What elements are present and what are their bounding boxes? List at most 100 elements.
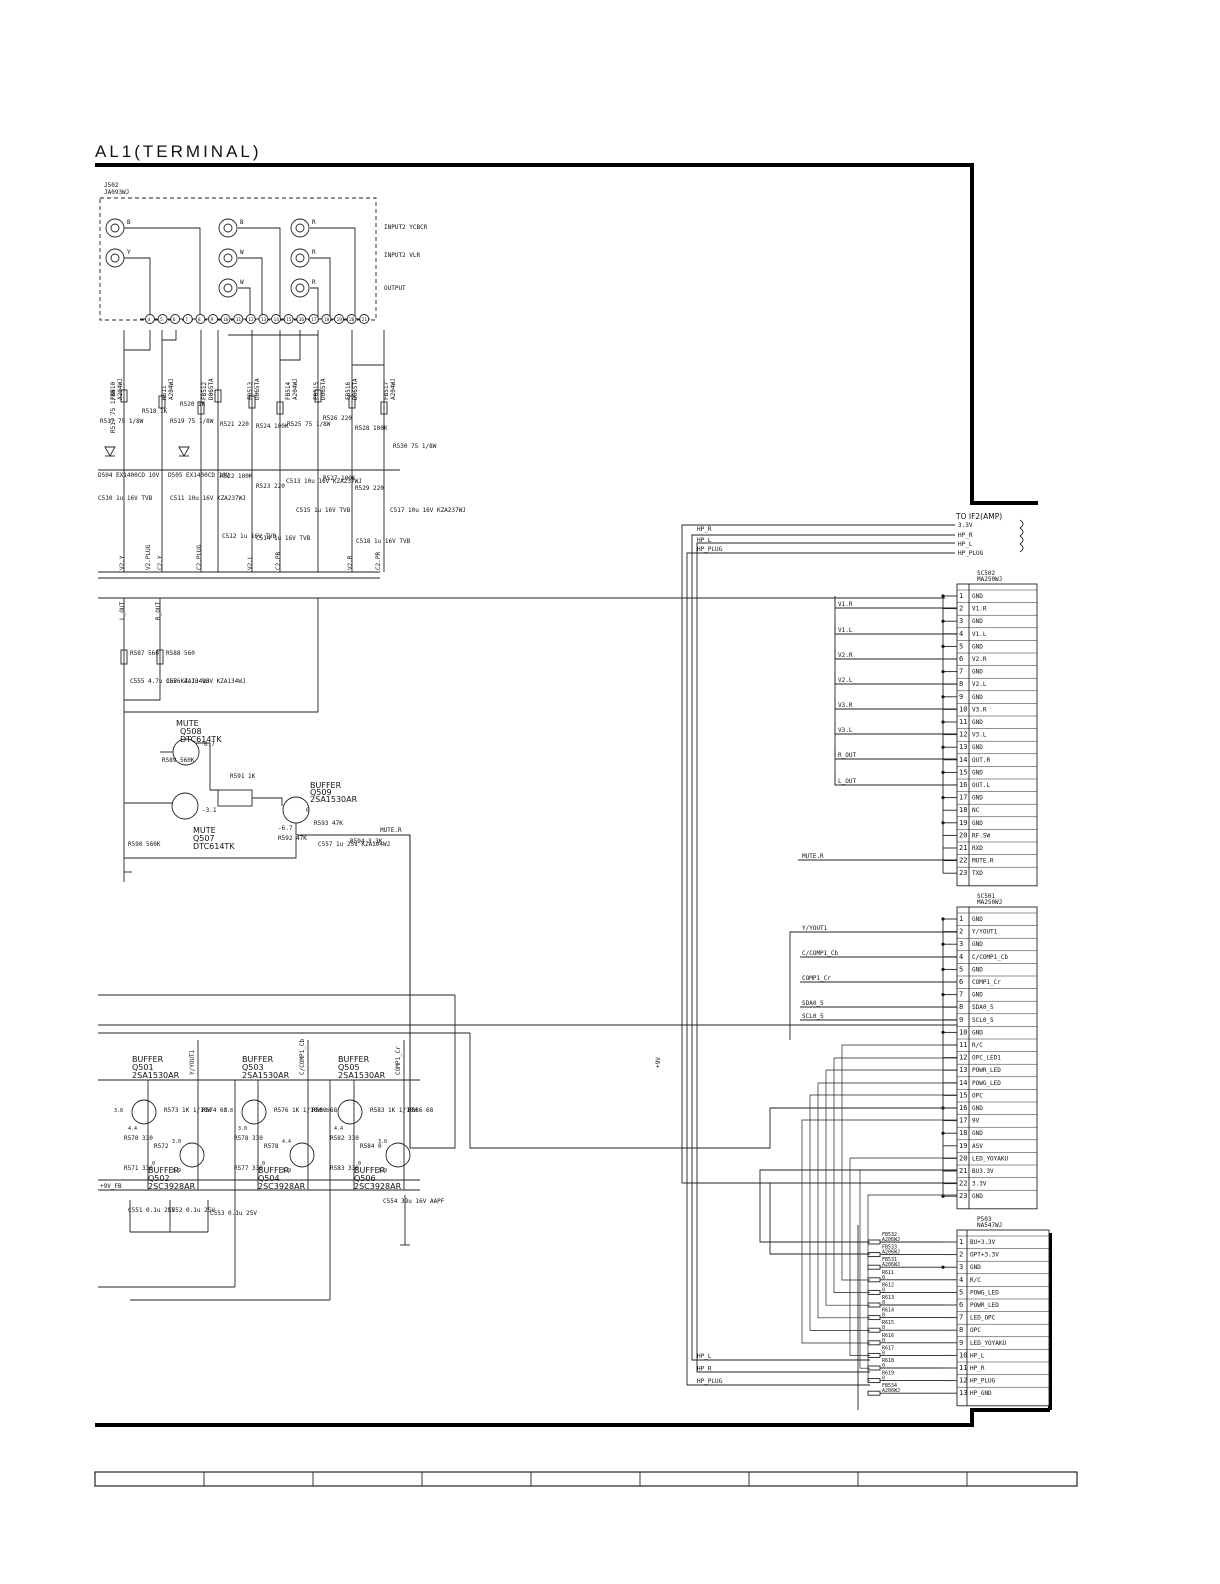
filter-value: A204WJ — [168, 378, 175, 400]
jack-letter: W — [240, 279, 244, 286]
voltage-label: 3.9 — [378, 1168, 387, 1174]
connector-pin-name: HP_PLUG — [970, 1378, 996, 1385]
buffer-rail: R578 330 — [234, 1135, 263, 1142]
buffer-rail: R580 68 — [312, 1107, 338, 1114]
connector-pin-name: RF.SW — [972, 832, 990, 839]
connector-pin-name: V2.R — [972, 656, 987, 663]
part-fb510: R517 75 1/8W — [110, 389, 117, 433]
connector-pin-name: OPC_LED1 — [972, 1055, 1001, 1062]
connector-pin-number: 14 — [959, 1079, 967, 1087]
part-d504: D504 EX1400CD 10V — [98, 472, 160, 479]
rca-jack-core-icon — [223, 253, 233, 263]
resistor-icon — [348, 395, 356, 409]
connector-pin-number: 2 — [959, 605, 963, 613]
connector-pin-name: SDA0_5 — [972, 1004, 994, 1011]
mute-r591: R591 1K — [230, 773, 256, 780]
voltage-label: 3.0 — [378, 1139, 387, 1145]
jack-pin-number: 17 — [311, 317, 317, 323]
connector-pin-number: 15 — [959, 768, 967, 776]
voltage-label: 3.8 — [224, 1108, 233, 1114]
jack-pin-number: 19 — [337, 317, 343, 323]
connector-part: MA250WJ — [977, 899, 1002, 906]
jack-pin-number: 11 — [236, 317, 242, 323]
mute-c556: C556 4.7u 16V KZA134WJ — [166, 678, 245, 685]
jack-block: J502 JA093WJ INPUT2 YCBCR INPUT2 VLR OUT… — [99, 182, 428, 324]
cap-c554: C554 39u 16V AAPF — [383, 1198, 445, 1205]
part-r520: R520 1K — [180, 401, 206, 408]
connector-pin-number: 14 — [959, 756, 967, 764]
buffer-rail: R577 330 — [234, 1165, 263, 1172]
buffer-top-label: BUFFER — [338, 1055, 370, 1064]
jack-pin — [245, 314, 256, 324]
connector-pin-number: 2 — [959, 1251, 963, 1259]
jack-pin — [283, 314, 294, 324]
part-r530: R530 75 1/8W — [393, 443, 437, 450]
connector-pin-number: 12 — [959, 1054, 967, 1062]
connector-pin-name: TXD — [972, 870, 983, 877]
connector-pin-number: 1 — [959, 915, 963, 923]
q509-l2: Q509 — [310, 788, 332, 797]
jack-letter: Y — [127, 249, 131, 256]
connector-pin-name: POWR_LED — [972, 1067, 1001, 1074]
p503-res-ref: FB532 — [882, 1232, 897, 1238]
filter-ref: FB517 — [383, 382, 390, 400]
input-filter-section: R517 75 1/8W R517 75 1/8W R518 1K R519 7… — [98, 330, 945, 620]
jack-pin — [220, 314, 231, 324]
part-c511: C511 10u 16V KZA237WJ — [170, 495, 246, 502]
connector-pin-name: GND — [972, 719, 983, 726]
connector-part: NA547WJ — [977, 1222, 1002, 1229]
part-r523: R523 220 — [256, 483, 285, 490]
filter-ref: FB514 — [285, 382, 292, 400]
resistor-icon — [158, 395, 166, 409]
cap-c552: C552 0.1u 25V — [168, 1207, 215, 1214]
buffer-output-label: Y/YOUT1 — [189, 1049, 196, 1075]
connector-pin-number: 8 — [959, 680, 963, 688]
part-c514: C514 1u 16V TVB — [256, 535, 311, 542]
part-r522: R522 100K — [220, 473, 253, 480]
p503-left-label: HP_PLUG — [697, 1378, 723, 1385]
buffer-bottom-label: 2SC3928AR — [258, 1182, 306, 1191]
p503-res-ref: R618 — [882, 1358, 894, 1364]
connector-pin-name: BU+3.3V — [970, 1239, 996, 1246]
voltage-label: 3.9 — [172, 1168, 181, 1174]
rca-jack-icon — [105, 248, 125, 268]
jack-letter: W — [240, 249, 244, 256]
voltage-label: 3.9 — [282, 1168, 291, 1174]
bus-label: C2.PR — [375, 552, 382, 570]
buffer-rail: R571 330 — [124, 1165, 153, 1172]
part-r527: R527 100K — [323, 475, 356, 482]
jack-pin — [321, 314, 332, 324]
connector-pin-number: 12 — [959, 731, 967, 739]
bus-label: R_OUT — [155, 602, 162, 620]
v9-vertical: +9V — [655, 1057, 662, 1068]
jack-pin — [182, 314, 193, 324]
jack-label-3: OUTPUT — [384, 285, 406, 292]
connector-pin-name: V1.R — [972, 606, 987, 613]
connector-pin-number: 17 — [959, 794, 967, 802]
jack-pin-number: 8 — [198, 317, 201, 323]
p503-res-ref: R614 — [882, 1308, 894, 1314]
connector-pin-number: 22 — [959, 1180, 967, 1188]
p503-res-ref: R613 — [882, 1295, 894, 1301]
connector-ref: SC502 — [977, 570, 995, 577]
mute-volt-c: -6.7 — [278, 825, 293, 832]
rca-jack-core-icon — [223, 283, 233, 293]
connector-pin-number: 16 — [959, 1104, 967, 1112]
part-r518: R518 1K — [142, 408, 168, 415]
connector-pin-number: 5 — [959, 642, 963, 650]
jack-pin-number: 9 — [211, 317, 214, 323]
p503-res-value: 0 — [882, 1363, 885, 1369]
connector-pin-name: GND — [972, 1105, 983, 1112]
connector-pin-number: 8 — [959, 1003, 963, 1011]
resistor-icon — [276, 401, 284, 415]
connector-pin-name: COMP1_Cr — [972, 979, 1001, 986]
v9-fb: +9V_FB — [100, 1183, 122, 1190]
part-r524: R524 100K — [256, 423, 289, 430]
if2-left-3: HP_PLUG — [697, 546, 723, 553]
connector-pin-name: NC — [972, 807, 980, 814]
q509-l1: BUFFER — [310, 781, 342, 790]
transistor-icon — [385, 1142, 411, 1168]
filter-ref: FB513 — [247, 382, 254, 400]
jack-pin-number: 4 — [148, 317, 151, 323]
